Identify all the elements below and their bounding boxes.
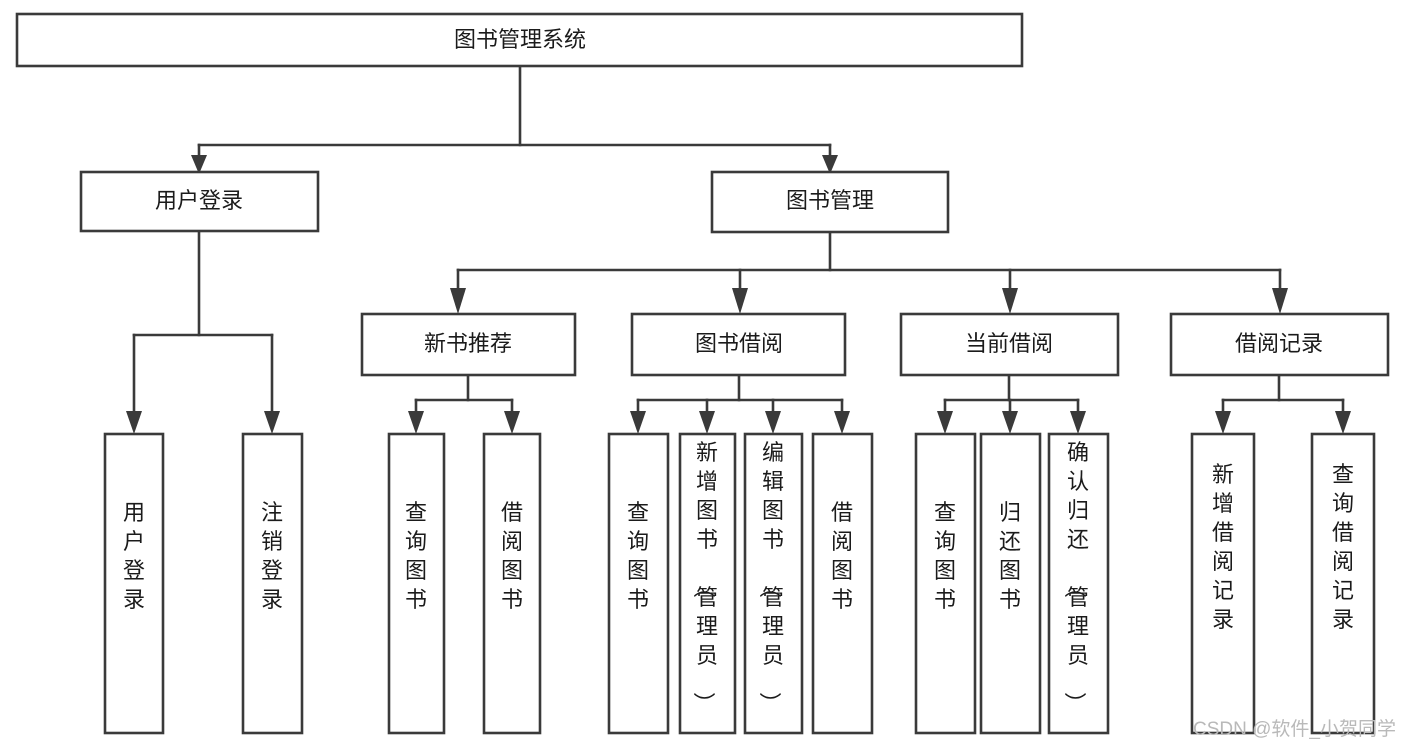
node-leaf-2-label: 注销登录 [261, 500, 283, 612]
node-current[interactable]: 当前借阅 [899, 312, 1120, 377]
connector-layer [126, 64, 1351, 434]
node-leaf-11-label: 确认归还（管理员） [1062, 440, 1089, 714]
node-borrow-label: 图书借阅 [695, 331, 783, 356]
node-leaf-10[interactable]: 归还图书 [979, 432, 1042, 735]
node-leaf-6[interactable]: 新增图书（管理员） [678, 432, 737, 735]
node-leaf-3-label: 查询图书 [405, 500, 427, 612]
node-leaf-9[interactable]: 查询图书 [914, 432, 977, 735]
node-newbook-label: 新书推荐 [424, 331, 512, 356]
node-root-label: 图书管理系统 [454, 27, 586, 52]
node-leaf-5[interactable]: 查询图书 [607, 432, 670, 735]
node-leaf-11-box[interactable] [1047, 432, 1110, 735]
node-leaf-12[interactable]: 新增借阅记录 [1190, 432, 1256, 735]
node-records[interactable]: 借阅记录 [1169, 312, 1390, 377]
node-leaf-10-box[interactable] [979, 432, 1042, 735]
node-leaf-1[interactable]: 用户登录 [103, 432, 165, 735]
arrow-login-to-leaf1 [126, 411, 142, 434]
node-newbook-box[interactable] [360, 312, 577, 377]
arrow-current-to-leaf9 [937, 411, 953, 434]
node-leaf-9-label: 查询图书 [934, 500, 956, 612]
node-leaf-2-box[interactable] [241, 432, 304, 735]
node-leaf-1-label: 用户登录 [123, 500, 145, 612]
node-leaf-2[interactable]: 注销登录 [241, 432, 304, 735]
node-leaf-4-label: 借阅图书 [501, 500, 523, 612]
node-leaf-8-box[interactable] [811, 432, 874, 735]
node-leaf-8[interactable]: 借阅图书 [811, 432, 874, 735]
arrow-bookmgmt-to-newbook [450, 288, 466, 314]
arrow-bookmgmt-to-records [1272, 288, 1288, 314]
node-bookmgmt[interactable]: 图书管理 [710, 170, 950, 234]
arrow-root-to-login [191, 155, 207, 174]
node-records-label: 借阅记录 [1235, 331, 1323, 356]
node-leaf-9-box[interactable] [914, 432, 977, 735]
node-root[interactable]: 图书管理系统 [15, 12, 1024, 68]
arrow-newbook-to-leaf3 [408, 411, 424, 434]
node-leaf-13-label: 查询借阅记录 [1332, 462, 1354, 632]
node-leaf-3[interactable]: 查询图书 [387, 432, 446, 735]
arrow-root-to-bookmgmt [822, 155, 838, 174]
arrow-borrow-to-leaf5 [630, 411, 646, 434]
node-login-box[interactable] [79, 170, 320, 233]
node-leaf-12-box[interactable] [1190, 432, 1256, 735]
node-leaf-7[interactable]: 编辑图书（管理员） [743, 432, 804, 735]
node-leaf-12-label: 新增借阅记录 [1212, 462, 1234, 632]
node-newbook[interactable]: 新书推荐 [360, 312, 577, 377]
arrow-newbook-to-leaf4 [504, 411, 520, 434]
arrow-borrow-to-leaf6 [699, 411, 715, 434]
node-leaf-4[interactable]: 借阅图书 [482, 432, 542, 735]
node-leaf-13-box[interactable] [1310, 432, 1376, 735]
node-leaf-6-box[interactable] [678, 432, 737, 735]
arrow-current-to-leaf10 [1002, 411, 1018, 434]
arrow-borrow-to-leaf7 [765, 411, 781, 434]
node-leaf-4-box[interactable] [482, 432, 542, 735]
arrow-login-to-leaf2 [264, 411, 280, 434]
node-leaf-6-label: 新增图书（管理员） [691, 440, 718, 714]
arrow-borrow-to-leaf8 [834, 411, 850, 434]
csdn-watermark: CSDN @软件_小贺同学 [1193, 718, 1396, 740]
node-current-label: 当前借阅 [965, 331, 1053, 356]
node-leaf-7-label: 编辑图书（管理员） [757, 440, 784, 714]
node-login-label: 用户登录 [155, 188, 243, 213]
node-leaf-8-label: 借阅图书 [831, 500, 853, 612]
node-leaf-7-box[interactable] [743, 432, 804, 735]
node-bookmgmt-box[interactable] [710, 170, 950, 234]
arrow-bookmgmt-to-current [1002, 288, 1018, 314]
arrow-records-to-leaf13 [1335, 411, 1351, 434]
arrow-current-to-leaf11 [1070, 411, 1086, 434]
node-leaf-1-box[interactable] [103, 432, 165, 735]
arrow-bookmgmt-to-borrow [732, 288, 748, 314]
node-records-box[interactable] [1169, 312, 1390, 377]
node-root-box[interactable] [15, 12, 1024, 68]
node-leaf-11[interactable]: 确认归还（管理员） [1047, 432, 1110, 735]
node-borrow[interactable]: 图书借阅 [630, 312, 847, 377]
node-leaf-3-box[interactable] [387, 432, 446, 735]
node-leaf-5-box[interactable] [607, 432, 670, 735]
node-leaf-5-label: 查询图书 [627, 500, 649, 612]
node-leaf-13[interactable]: 查询借阅记录 [1310, 432, 1376, 735]
arrow-records-to-leaf12 [1215, 411, 1231, 434]
node-login[interactable]: 用户登录 [79, 170, 320, 233]
node-current-box[interactable] [899, 312, 1120, 377]
node-borrow-box[interactable] [630, 312, 847, 377]
node-bookmgmt-label: 图书管理 [786, 188, 874, 213]
node-leaf-10-label: 归还图书 [999, 500, 1021, 612]
